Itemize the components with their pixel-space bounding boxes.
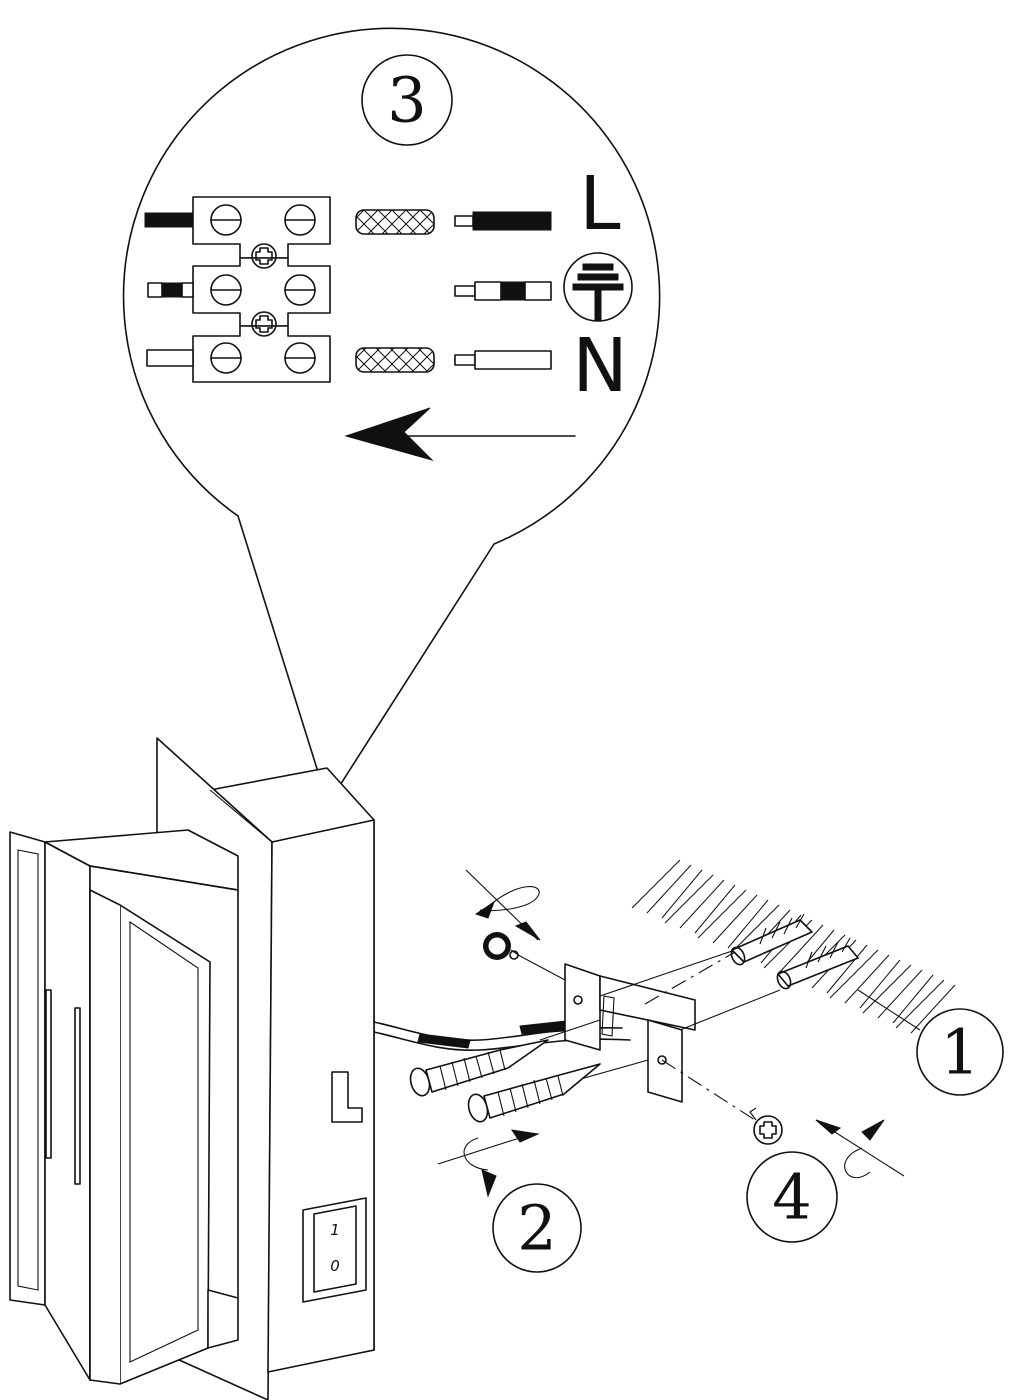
step-3-marker: 3 [361, 54, 453, 146]
wood-screw-upper [409, 1039, 549, 1097]
wire-labels: L N [563, 161, 633, 409]
wall-hatch-line [661, 869, 703, 919]
wall-hatch-line [910, 984, 956, 1034]
step-1-number: 1 [940, 1016, 979, 1089]
wall-hatch-line [730, 904, 780, 954]
screw-icon [409, 932, 783, 1145]
cross-screw-small [749, 1107, 783, 1145]
switch-on-label: 1 [330, 1221, 340, 1239]
wall-lamp: 1 0 [9, 737, 375, 1400]
terminal-block-icon [192, 196, 331, 383]
live-label: L [579, 161, 620, 247]
mounting-bracket-icon [564, 963, 696, 1103]
wall-hatch-line [631, 859, 681, 909]
wall-hatch-line [646, 864, 692, 914]
earth-ground-icon [563, 252, 633, 322]
wall-hatch-line [697, 889, 747, 939]
heat-shrink-sleeve-icon [355, 209, 435, 373]
insert-direction-arrow [344, 407, 576, 461]
wall-hatch-line [778, 924, 824, 974]
wall-plug-icon [730, 913, 859, 990]
step-4-marker: 4 [746, 1151, 838, 1243]
wall-hatch-line [859, 959, 901, 1009]
switch-off-label: 0 [330, 1257, 340, 1275]
step-2-number: 2 [517, 1192, 556, 1265]
wall-hatch-line [829, 949, 879, 999]
step-3-number: 3 [387, 64, 426, 137]
wall-hatch-line [727, 899, 769, 949]
supply-wires [454, 211, 552, 370]
step-4-number: 4 [772, 1161, 811, 1234]
wall-hatch-line [679, 879, 725, 929]
wall-surface [631, 859, 956, 1034]
wall-hatch-line [892, 974, 934, 1024]
wall-hatch-line [694, 884, 736, 934]
neutral-label: N [572, 323, 627, 409]
wall-hatch-line [862, 964, 912, 1014]
wood-screw-lower [467, 1063, 601, 1123]
wall-hatch-line [664, 874, 714, 924]
terminal-wires-left [144, 212, 194, 367]
wall-hatch-line [712, 894, 758, 944]
step-1-marker: 1 [857, 989, 1004, 1096]
lock-screw-dome [483, 932, 521, 960]
wall-hatch-line [877, 969, 923, 1019]
rotation-arrow-icon [437, 869, 905, 1198]
detail-callout [122, 27, 661, 805]
wall-hatch-line [844, 954, 890, 1004]
wall-hatch-line [895, 979, 945, 1029]
terminal-screws [210, 204, 316, 374]
wall-hatch-line [826, 944, 868, 994]
step-2-marker: 2 [492, 1183, 582, 1273]
mounting-cross-screws [251, 243, 277, 337]
rocker-switch[interactable]: 1 0 [302, 1197, 367, 1303]
